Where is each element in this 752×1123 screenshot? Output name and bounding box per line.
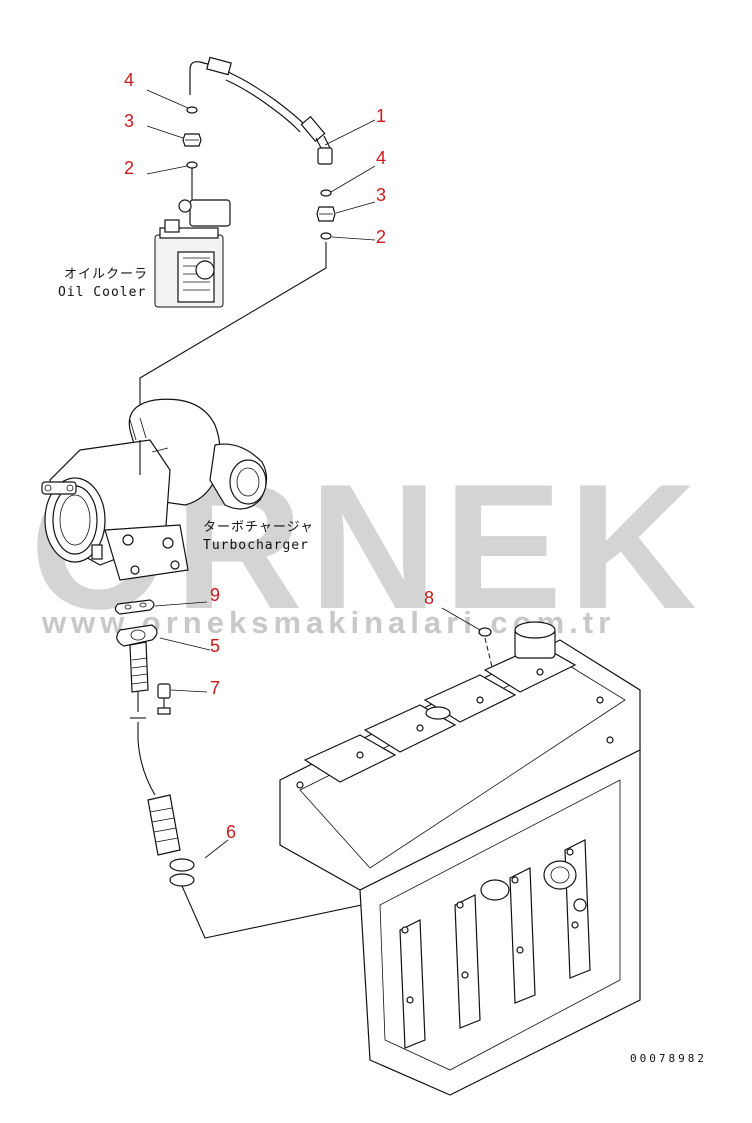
callout-2: 2	[376, 227, 386, 247]
hose-fittings	[316, 189, 336, 240]
reference-number: 00078982	[630, 1052, 707, 1065]
callout-8: 8	[424, 588, 434, 608]
callout-4: 4	[376, 148, 386, 168]
callout-2: 2	[124, 158, 134, 178]
oil-cooler-fittings	[182, 106, 202, 169]
oil-cooler-caption-en: Oil Cooler	[58, 285, 146, 300]
turbocharger-caption-en: Turbocharger	[203, 538, 309, 553]
engine-block	[279, 621, 641, 1096]
callout-9: 9	[210, 585, 220, 605]
captions: オイルクーラ Oil Cooler ターボチャージャ Turbocharger	[58, 267, 314, 553]
drain-tube-5	[116, 624, 181, 856]
oring-2-right	[320, 232, 332, 240]
turbocharger-caption-jp: ターボチャージャ	[203, 520, 314, 535]
callout-3: 3	[376, 185, 386, 205]
callout-7: 7	[210, 678, 220, 698]
callout-5: 5	[210, 636, 220, 656]
oring-2-left	[186, 161, 198, 169]
turbocharger	[41, 398, 268, 581]
leader-lines	[146, 89, 481, 859]
washer-4-right	[320, 189, 332, 197]
washer-4-left	[186, 106, 198, 114]
oil-cooler-caption-jp: オイルクーラ	[64, 267, 148, 282]
callout-4: 4	[124, 70, 134, 90]
oil-hose	[189, 56, 333, 165]
orings-6	[169, 858, 481, 939]
gasket-9	[114, 599, 155, 615]
callout-1: 1	[376, 106, 386, 126]
callout-6: 6	[226, 822, 236, 842]
bolt-7	[157, 683, 171, 715]
callout-labels: 4 3 2 1 4 3 2 9 5 7 6 8	[124, 70, 434, 842]
callout-3: 3	[124, 111, 134, 131]
oil-cooler	[154, 168, 231, 308]
